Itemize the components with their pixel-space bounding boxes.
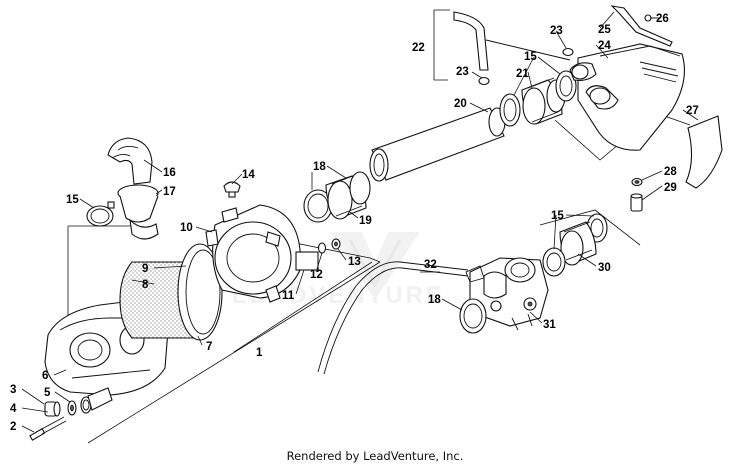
callout-13: 13 bbox=[348, 256, 361, 268]
grommet-28 bbox=[631, 177, 643, 187]
plug-29 bbox=[630, 193, 643, 212]
callout-1: 1 bbox=[256, 347, 263, 359]
callout-18-middle: 18 bbox=[313, 161, 326, 173]
carb-boot-30 bbox=[559, 221, 597, 266]
mounting-bracket bbox=[610, 5, 673, 47]
coupler-boot-21 bbox=[521, 77, 566, 125]
callout-21: 21 bbox=[516, 68, 529, 80]
callout-4: 4 bbox=[10, 403, 17, 415]
callout-31: 31 bbox=[543, 319, 556, 331]
drain-tube bbox=[87, 387, 113, 411]
grommet-23-left bbox=[478, 76, 490, 86]
callout-25: 25 bbox=[598, 24, 611, 36]
callout-7: 7 bbox=[206, 341, 212, 353]
callout-12: 12 bbox=[310, 269, 323, 281]
callout-23-left: 23 bbox=[456, 66, 469, 78]
callout-15-carb: 15 bbox=[551, 210, 564, 222]
callout-26: 26 bbox=[656, 13, 669, 25]
callout-20: 20 bbox=[454, 98, 467, 110]
intake-elbow-boot bbox=[107, 137, 153, 185]
callout-8: 8 bbox=[142, 279, 149, 291]
callout-17: 17 bbox=[163, 186, 176, 198]
group-bracket-22 bbox=[433, 9, 450, 81]
vent-line bbox=[317, 261, 469, 375]
airbox-silencer bbox=[569, 43, 685, 151]
callout-3: 3 bbox=[10, 384, 16, 396]
callout-14: 14 bbox=[242, 169, 255, 181]
callout-19: 19 bbox=[359, 215, 372, 227]
group-bracket-30 bbox=[539, 209, 641, 246]
footer-credit: Rendered by LeadVenture, Inc. bbox=[286, 449, 464, 463]
valve-cap bbox=[331, 238, 341, 250]
callout-24: 24 bbox=[598, 40, 611, 52]
grommet-23-right bbox=[562, 47, 574, 57]
valve-washer bbox=[317, 242, 327, 254]
plug-14 bbox=[223, 181, 241, 198]
clamp-15-upper bbox=[499, 93, 521, 127]
clamp-15-left bbox=[86, 201, 115, 227]
callout-16: 16 bbox=[163, 167, 176, 179]
callout-2: 2 bbox=[10, 421, 16, 433]
clamp-18-middle bbox=[303, 189, 333, 223]
coupler-boot-19 bbox=[325, 171, 371, 220]
intake-boot bbox=[117, 184, 159, 240]
silencer-cover bbox=[685, 115, 723, 189]
clamp-15-carb-lower bbox=[542, 247, 566, 277]
callout-labels: 1 2 3 4 5 6 7 8 9 10 11 12 13 14 15 15 1… bbox=[10, 13, 699, 433]
airbox-cover bbox=[205, 204, 301, 303]
callout-27: 27 bbox=[686, 105, 699, 117]
callout-15-upper: 15 bbox=[524, 51, 537, 63]
callout-9: 9 bbox=[142, 263, 148, 275]
intake-tube bbox=[369, 107, 506, 182]
carburetor bbox=[465, 257, 549, 331]
callout-22: 22 bbox=[412, 42, 425, 54]
callout-6: 6 bbox=[42, 370, 48, 382]
callout-30: 30 bbox=[598, 262, 611, 274]
leader-lines bbox=[21, 11, 699, 433]
callout-5: 5 bbox=[44, 387, 51, 399]
callout-15-left: 15 bbox=[66, 194, 79, 206]
callout-32: 32 bbox=[424, 259, 437, 271]
drain-cap bbox=[44, 401, 61, 417]
callout-23-right: 23 bbox=[550, 25, 563, 37]
clamp-18-carb bbox=[459, 298, 487, 334]
callout-11: 11 bbox=[282, 290, 295, 302]
vent-hose bbox=[453, 11, 571, 71]
drain-bolt bbox=[29, 416, 67, 441]
callout-18-carb: 18 bbox=[428, 294, 441, 306]
drain-washer bbox=[67, 400, 77, 416]
callout-10: 10 bbox=[180, 222, 193, 234]
callout-29: 29 bbox=[664, 182, 677, 194]
clamp-15-upper-right bbox=[555, 70, 577, 102]
callout-28: 28 bbox=[664, 166, 677, 178]
valve-spring bbox=[295, 251, 319, 271]
